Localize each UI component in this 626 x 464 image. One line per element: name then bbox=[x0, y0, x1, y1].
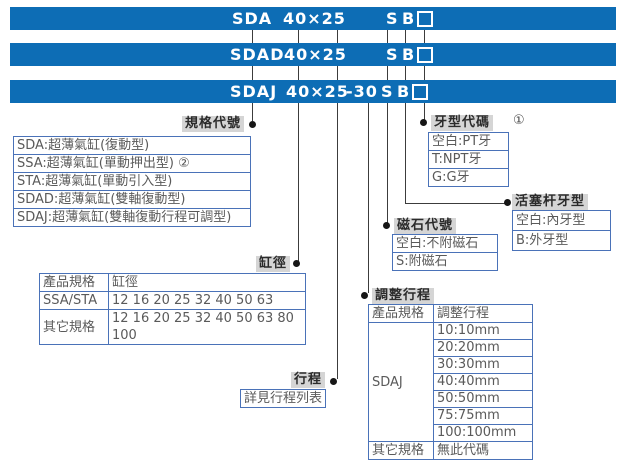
connector-dot bbox=[330, 378, 337, 385]
spec-table: SDA:超薄氣缸(復動型) SSA:超薄氣缸(單動押出型) ② STA:超薄氣缸… bbox=[13, 136, 251, 227]
thread-row: T:NPT牙 bbox=[428, 150, 509, 169]
connector-line bbox=[387, 30, 388, 43]
leader-line-thread bbox=[424, 103, 425, 120]
connector-line bbox=[405, 66, 406, 80]
section-label-spec: 規格代號 bbox=[182, 116, 245, 132]
leader-line-spec bbox=[252, 103, 253, 121]
adjust-header-cell: 調整行程 bbox=[433, 304, 533, 323]
connector-line bbox=[298, 66, 299, 80]
spec-row: SDA:超薄氣缸(復動型) bbox=[13, 136, 251, 155]
rod-thread-code: B bbox=[402, 45, 416, 64]
connector-dot bbox=[504, 199, 511, 206]
magnet-code: S bbox=[386, 45, 399, 64]
leader-line-bore bbox=[298, 103, 299, 261]
leader-line-adjust bbox=[368, 103, 369, 293]
connector-dot bbox=[249, 121, 256, 128]
bore-row-label: 其它規格 bbox=[39, 309, 109, 345]
rod-thread-code: B bbox=[402, 9, 416, 28]
connector-line bbox=[405, 30, 406, 43]
connector-line bbox=[298, 30, 299, 43]
model-bar-sda: SDA 40×25 S B bbox=[10, 7, 616, 30]
magnet-code: S bbox=[381, 82, 394, 101]
magnet-row: S:附磁石 bbox=[392, 252, 498, 271]
magnet-row: 空白:不附磁石 bbox=[392, 234, 498, 253]
series-code: SDAJ bbox=[230, 82, 278, 101]
adjust-row: 50:50mm bbox=[433, 390, 533, 408]
adjust-stroke-code: -30 bbox=[346, 82, 378, 101]
adjust-row: 30:30mm bbox=[433, 356, 533, 374]
series-code: SDA bbox=[232, 9, 273, 28]
thread-row: 空白:PT牙 bbox=[428, 132, 509, 151]
series-code: SDAD bbox=[230, 45, 285, 64]
section-label-bore: 缸徑 bbox=[256, 256, 291, 272]
section-label-stroke: 行程 bbox=[291, 372, 326, 388]
spec-row: SSA:超薄氣缸(單動押出型) ② bbox=[13, 154, 251, 173]
adjust-row: 75:75mm bbox=[433, 407, 533, 425]
adjust-row: 100:100mm bbox=[433, 424, 533, 442]
connector-dot bbox=[293, 260, 300, 267]
model-bar-sdaj: SDAJ 40×25 -30 S B bbox=[10, 80, 616, 103]
spec-row: SDAJ:超薄氣缸(雙軸復動行程可調型) bbox=[13, 208, 251, 227]
adjust-other-label: 其它規格 bbox=[368, 441, 434, 460]
magnet-table: 空白:不附磁石 S:附磁石 bbox=[392, 234, 498, 271]
connector-dot bbox=[383, 222, 390, 229]
connector-line bbox=[337, 30, 338, 43]
connector-line bbox=[252, 66, 253, 80]
adjust-row: 10:10mm bbox=[433, 322, 533, 340]
connector-line bbox=[337, 66, 338, 80]
bore-row-values: 12 16 20 25 32 40 50 63 bbox=[108, 291, 306, 310]
section-label-thread: 牙型代碼 bbox=[431, 115, 494, 131]
adjust-other-value: 無此代碼 bbox=[433, 441, 533, 460]
bore-row-label: SSA/STA bbox=[39, 291, 109, 310]
stroke-note-box: 詳見行程列表 bbox=[240, 389, 327, 408]
option-box-icon bbox=[417, 47, 433, 63]
connector-line bbox=[252, 30, 253, 43]
model-bar-sdad: SDAD 40×25 S B bbox=[10, 43, 616, 66]
connector-dot bbox=[420, 119, 427, 126]
connector-line bbox=[424, 30, 425, 43]
adjust-row: 40:40mm bbox=[433, 373, 533, 391]
thread-row: G:G牙 bbox=[428, 168, 509, 187]
bore-stroke-code: 40×25 bbox=[286, 82, 349, 101]
bore-stroke-code: 40×25 bbox=[283, 9, 346, 28]
spec-row: SDAD:超薄氣缸(雙軸復動型) bbox=[13, 190, 251, 209]
magnet-code: S bbox=[386, 9, 399, 28]
adjust-row: 20:20mm bbox=[433, 339, 533, 357]
bore-table: 產品規格 缸徑 SSA/STA 12 16 20 25 32 40 50 63 … bbox=[39, 273, 306, 345]
bore-header-cell: 缸徑 bbox=[108, 273, 306, 292]
bore-header-cell: 產品規格 bbox=[39, 273, 109, 292]
footnote-1-icon: ① bbox=[513, 113, 525, 128]
adjust-table: 產品規格 調整行程 SDAJ 10:10mm 20:20mm 30:30mm 4… bbox=[368, 304, 533, 460]
adjust-header-cell: 產品規格 bbox=[368, 304, 434, 323]
section-label-magnet: 磁石代號 bbox=[394, 218, 457, 234]
rod-row: 空白:內牙型 bbox=[512, 210, 611, 231]
rod-thread-code: B bbox=[397, 82, 411, 101]
connector-line bbox=[424, 66, 425, 80]
leader-line-stroke bbox=[337, 103, 338, 379]
leader-line-rod-horizontal bbox=[405, 203, 505, 204]
bore-stroke-code: 40×25 bbox=[284, 45, 347, 64]
option-box-icon bbox=[412, 84, 428, 100]
adjust-group-label: SDAJ bbox=[368, 322, 434, 442]
leader-line-magnet bbox=[387, 103, 388, 223]
leader-line-rod bbox=[405, 103, 406, 203]
connector-line bbox=[387, 66, 388, 80]
connector-dot bbox=[361, 292, 368, 299]
bore-row-values: 12 16 20 25 32 40 50 63 80 100 bbox=[108, 309, 306, 345]
section-label-rod: 活塞杆牙型 bbox=[512, 194, 589, 210]
rod-row: B:外牙型 bbox=[512, 230, 611, 251]
option-box-icon bbox=[417, 11, 433, 27]
rod-table: 空白:內牙型 B:外牙型 bbox=[512, 210, 611, 251]
thread-table: 空白:PT牙 T:NPT牙 G:G牙 bbox=[428, 132, 509, 187]
spec-row: STA:超薄氣缸(單動引入型) bbox=[13, 172, 251, 191]
section-label-adjust: 調整行程 bbox=[372, 288, 435, 304]
